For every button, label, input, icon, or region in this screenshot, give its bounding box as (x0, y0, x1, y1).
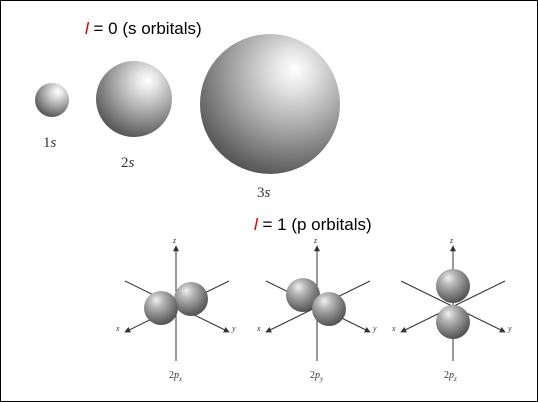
x-axis-label: x (115, 324, 120, 333)
heading-s-orbitals: l = 0 (s orbitals) (85, 19, 202, 39)
orbital-lobe (174, 282, 208, 316)
orbital-lobe (436, 305, 470, 339)
y-axis-label: y (507, 324, 512, 333)
orbital-3s-sphere (200, 34, 340, 174)
label-number: 3 (257, 185, 265, 201)
label-subscript: x (179, 375, 183, 383)
label-number: 2 (169, 370, 174, 381)
orbital-2s-sphere (96, 61, 172, 137)
heading-text: = 1 (p orbitals) (257, 215, 372, 234)
label-number: 2 (310, 370, 315, 381)
label-letter: p (315, 370, 320, 381)
label-number: 2 (121, 155, 129, 171)
label-letter: s (264, 185, 271, 201)
orbital-2pz-diagram: z x y (391, 236, 512, 361)
label-subscript: z (454, 375, 457, 383)
z-axis-label: z (313, 236, 318, 245)
label-2py: 2py (310, 370, 323, 383)
quantum-number-symbol: l (254, 215, 258, 234)
heading-p-orbitals: l = 1 (p orbitals) (254, 215, 372, 235)
x-axis-label: x (256, 324, 261, 333)
orbital-lobe (286, 278, 320, 312)
orbital-2px-diagram: z x y (115, 236, 236, 361)
label-letter: p (449, 370, 454, 381)
label-letter: p (174, 370, 179, 381)
orbital-lobe (312, 292, 346, 326)
label-2px: 2px (169, 370, 182, 383)
orbital-lobe (144, 291, 178, 325)
orbital-lobe (436, 269, 470, 303)
quantum-number-symbol: l (85, 19, 89, 38)
orbital-1s-sphere (35, 83, 69, 117)
x-axis-label: x (391, 324, 396, 333)
label-letter: s (128, 155, 135, 171)
heading-text: = 0 (s orbitals) (88, 19, 202, 38)
z-axis-label: z (172, 236, 177, 245)
label-subscript: y (320, 375, 324, 383)
label-2s: 2s (121, 155, 134, 172)
label-letter: s (50, 135, 57, 151)
y-axis-label: y (231, 324, 236, 333)
label-number: 2 (444, 370, 449, 381)
label-2pz: 2pz (444, 370, 457, 383)
label-number: 1 (43, 135, 51, 151)
orbital-2py-diagram: z x y (256, 236, 377, 361)
y-axis-label: y (372, 324, 377, 333)
label-3s: 3s (257, 185, 270, 202)
label-1s: 1s (43, 135, 56, 152)
z-axis-label: z (449, 236, 454, 245)
